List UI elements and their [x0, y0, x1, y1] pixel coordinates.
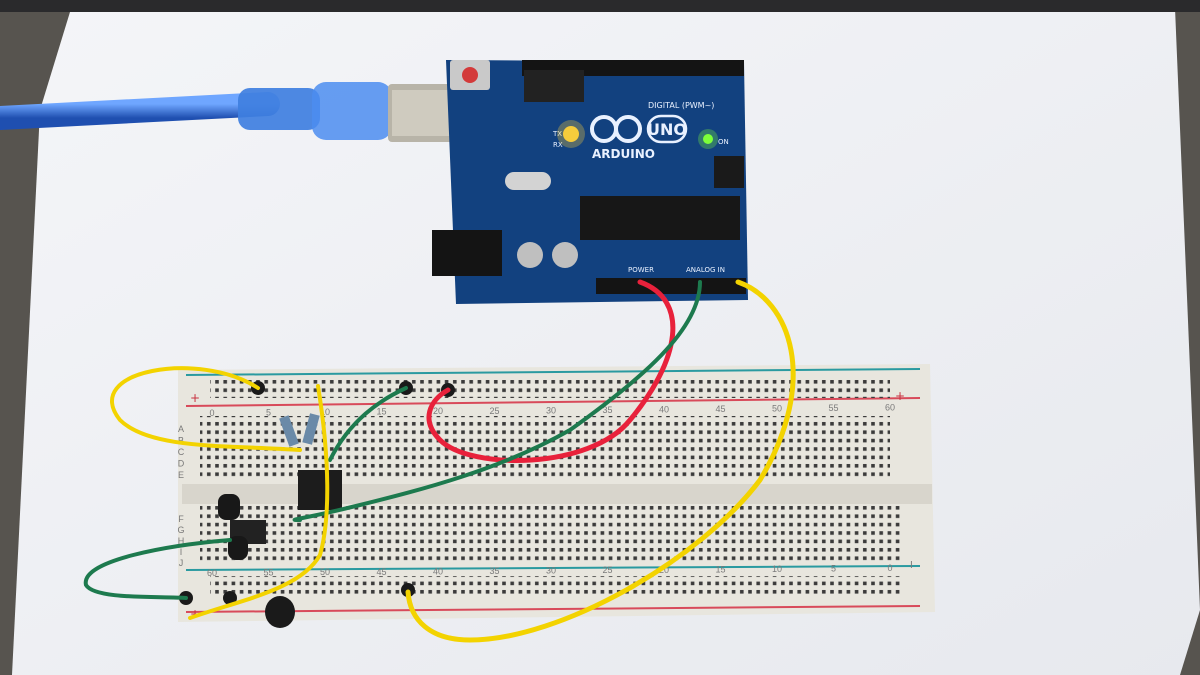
rx-label: RX — [553, 141, 563, 149]
board-model: UNO — [647, 120, 687, 139]
resistor-2 — [302, 413, 320, 445]
yellow-wire-2 — [110, 366, 302, 452]
jumper-end-6 — [223, 591, 237, 605]
col-top-40: 40 — [659, 404, 669, 414]
col-top-55: 55 — [828, 403, 838, 413]
col-bottom-25: 25 — [602, 565, 612, 575]
jumper-wires — [83, 279, 796, 643]
col-bottom-45: 45 — [376, 567, 386, 577]
col-bottom-35: 35 — [489, 566, 499, 576]
col-top-60: 60 — [885, 403, 895, 413]
col-top-15: 15 — [376, 407, 386, 417]
col-bottom-50: 50 — [320, 567, 330, 577]
components — [179, 381, 455, 628]
rail-bottom-red — [185, 605, 921, 613]
col-bottom-5: 5 — [831, 564, 836, 574]
tx-led — [563, 126, 579, 142]
col-bottom-30: 30 — [546, 566, 556, 576]
row-top-e: E — [178, 470, 184, 480]
row-top-c: C — [178, 447, 185, 457]
arduino-logo-icon — [590, 115, 642, 143]
tx-label: TX — [552, 130, 562, 138]
green-wire-3 — [83, 538, 232, 600]
col-top-45: 45 — [715, 404, 725, 414]
center-channel — [182, 484, 932, 504]
green-wire-2 — [328, 386, 408, 462]
col-top-25: 25 — [489, 406, 499, 416]
rail-top-red — [185, 397, 921, 407]
electrolytic-capacitor-c — [265, 596, 295, 628]
on-label: ON — [718, 138, 729, 146]
electrolytic-capacitor-a — [218, 494, 240, 520]
resistor-1 — [279, 415, 299, 447]
row-bottom-j: J — [179, 558, 184, 568]
capacitor-2 — [552, 242, 578, 268]
column-numbers-top: 0 5 10 15 20 25 30 35 40 45 50 55 60 — [209, 403, 895, 418]
row-bottom-i: I — [180, 547, 183, 557]
usb-plug-housing — [312, 82, 392, 140]
col-bottom-0: 0 — [887, 563, 892, 573]
col-top-50: 50 — [772, 404, 782, 414]
yellow-wire-1 — [405, 279, 796, 643]
icsp-header — [524, 70, 584, 102]
col-top-20: 20 — [433, 406, 443, 416]
red-wire — [426, 279, 676, 463]
rail-plus-bottom: + — [190, 607, 200, 621]
arduino-uno-board: DIGITAL (PWM~) UNO ARDUINO TX RX ON POWE… — [432, 60, 748, 304]
reset-button-cap — [462, 67, 478, 83]
ic-chip — [298, 470, 342, 510]
row-top-a: A — [178, 424, 184, 434]
usb-strain-relief — [238, 88, 320, 130]
rail-plus-top: + — [190, 391, 200, 405]
row-bottom-f: F — [178, 514, 184, 524]
col-bottom-10: 10 — [772, 564, 782, 574]
rail-plus-top-right: + — [895, 389, 905, 403]
analog-label: ANALOG IN — [686, 266, 725, 274]
power-rail-top — [210, 380, 890, 398]
power-label: POWER — [628, 266, 654, 274]
col-bottom-55: 55 — [263, 568, 273, 578]
row-bottom-h: H — [178, 536, 185, 546]
electrolytic-capacitor-b — [228, 536, 248, 560]
dc-power-jack — [432, 230, 502, 276]
col-top-10: 10 — [320, 407, 330, 417]
col-top-5: 5 — [266, 408, 271, 418]
laptop-edge — [0, 0, 1200, 12]
capacitor-1 — [517, 242, 543, 268]
col-top-35: 35 — [602, 405, 612, 415]
green-wire-1 — [292, 280, 702, 522]
col-bottom-40: 40 — [433, 566, 443, 576]
power-led — [703, 134, 713, 144]
atmega-chip — [580, 196, 740, 240]
row-top-b: B — [178, 436, 184, 446]
board-brand: ARDUINO — [592, 147, 655, 161]
col-top-0: 0 — [209, 408, 214, 418]
power-analog-header — [596, 278, 746, 294]
crystal-oscillator — [505, 172, 551, 190]
terminal-strip-bottom — [200, 506, 900, 562]
rail-minus-bottom: I — [910, 560, 913, 571]
yellow-wire-3 — [188, 384, 330, 620]
row-bottom-g: G — [177, 525, 184, 535]
col-bottom-60: 60 — [207, 568, 217, 578]
icsp-header-right — [714, 156, 744, 188]
row-top-d: D — [178, 459, 185, 469]
rail-top-blue — [185, 368, 921, 376]
col-top-30: 30 — [546, 405, 556, 415]
power-rail-bottom — [210, 576, 900, 598]
col-bottom-15: 15 — [715, 564, 725, 574]
digital-label: DIGITAL (PWM~) — [648, 101, 714, 110]
